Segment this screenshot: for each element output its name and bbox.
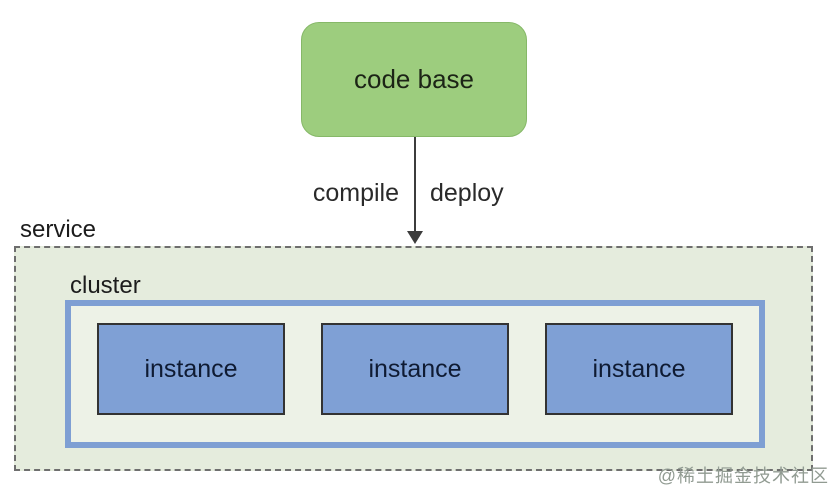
- deploy-arrow-line: [414, 137, 416, 232]
- cluster-label: cluster: [70, 272, 141, 299]
- service-container: cluster instance instance instance: [14, 246, 813, 471]
- service-label: service: [20, 216, 97, 243]
- code-base-label: code base: [354, 64, 474, 94]
- watermark: @稀土掘金技术社区: [657, 466, 829, 486]
- compile-label: compile: [312, 179, 399, 207]
- deploy-label: deploy: [430, 179, 504, 207]
- code-base-node: code base: [301, 22, 527, 137]
- cluster-container: instance instance instance: [65, 300, 765, 448]
- instance-label: instance: [368, 354, 462, 383]
- instance-node: instance: [97, 323, 285, 415]
- instance-label: instance: [144, 354, 238, 383]
- deploy-arrow-head-icon: [407, 231, 423, 244]
- instance-node: instance: [545, 323, 733, 415]
- instance-label: instance: [592, 354, 686, 383]
- instance-node: instance: [321, 323, 509, 415]
